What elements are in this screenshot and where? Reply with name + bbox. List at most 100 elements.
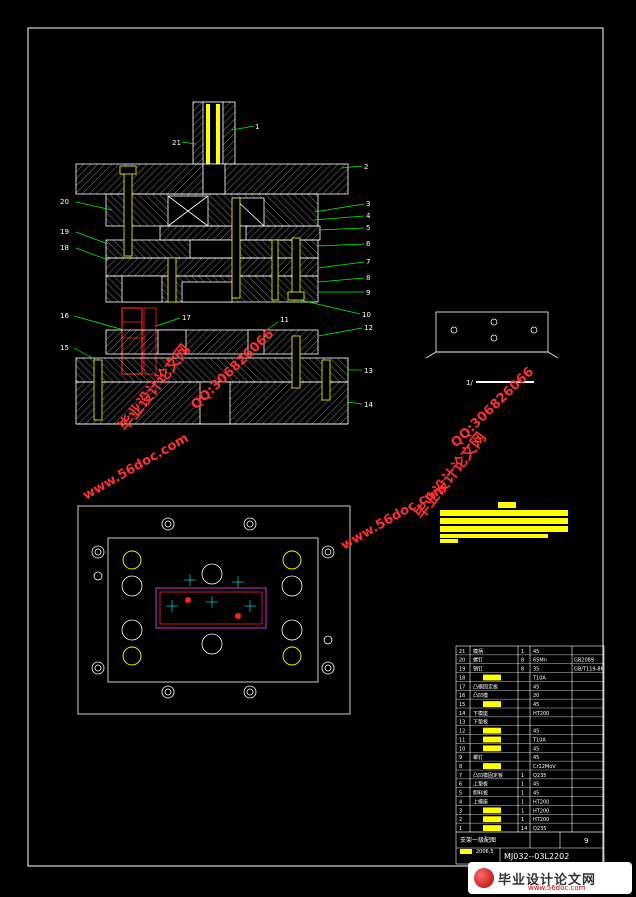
bom-cell-mat: HT200 [533, 808, 549, 814]
pilot-holes [185, 597, 241, 619]
bom-name-highlight [483, 727, 501, 734]
sheet-number: 9 [584, 837, 588, 845]
balloon-4: 4 [366, 212, 371, 220]
bom-cell-mat: 65Mn [533, 658, 547, 664]
bom-cell-no: 18 [459, 675, 465, 681]
bom-cell-mat: Q235 [533, 826, 546, 832]
bom-cell-mat: T10A [532, 737, 546, 743]
balloon-5: 5 [366, 224, 370, 232]
bom-cell-mat: T10A [532, 675, 546, 681]
bom-cell-no: 9 [459, 755, 462, 761]
bom-cell-no: 3 [459, 808, 462, 814]
bom-cell-name: 凸模固定板 [473, 683, 498, 690]
bom-cell-mat: HT200 [533, 817, 549, 823]
bom-cell-name: 销钉 [473, 666, 483, 673]
bom-cell-no: 20 [459, 658, 465, 664]
bom-cell-mat: Cr12MoV [533, 764, 556, 770]
balloon-21: 21 [172, 139, 181, 147]
bom-cell-no: 12 [459, 729, 465, 735]
bom-cell-mat: HT200 [533, 799, 549, 805]
balloon-1: 1 [255, 123, 259, 131]
bom-cell-name: 螺钉 [473, 754, 483, 761]
balloon-18: 18 [60, 244, 69, 252]
bom-cell-no: 14 [459, 711, 465, 717]
die-cavity [155, 587, 267, 629]
bom-cell-name: 模柄 [473, 648, 483, 655]
bom-cell-qty: 1 [521, 799, 524, 805]
bom-cell-qty: 1 [521, 808, 524, 814]
bom-cell-no: 17 [459, 684, 465, 690]
leader-lines [73, 125, 365, 405]
lower-die-plate [105, 329, 319, 355]
balloon-10: 10 [362, 311, 371, 319]
drawing-frame [27, 27, 604, 867]
section-view [75, 101, 349, 425]
scale-label: 1/ [466, 379, 473, 387]
bom-cell-qty: 8 [521, 667, 524, 673]
site-footer-badge: 毕业设计论文网 www.56doc.com [468, 862, 632, 894]
bom-cell-no: 4 [459, 799, 462, 805]
bom-name-highlight [483, 674, 501, 681]
balloon-7: 7 [366, 258, 370, 266]
bom-cell-no: 2 [459, 817, 462, 823]
balloon-16: 16 [60, 312, 69, 320]
bom-cell-mat: 45 [533, 746, 539, 752]
footer-site: www.56doc.com [528, 884, 586, 892]
bom-cell-mat: 45 [533, 684, 539, 690]
footer-brand: 毕业设计论文网 [498, 872, 597, 888]
guide-posts [122, 550, 302, 666]
watermark-qq-2: QQ:306826066 [448, 365, 537, 451]
balloon-11: 11 [280, 316, 289, 324]
bom-cell-mat: 45 [533, 729, 539, 735]
balloon-8: 8 [366, 274, 370, 282]
balloon-9: 9 [366, 289, 370, 297]
bom-cell-name: 下模座 [473, 710, 488, 717]
balloon-12: 12 [364, 324, 373, 332]
balloon-6: 6 [366, 240, 371, 248]
bom-cell-no: 5 [459, 791, 462, 797]
bom-cell-mat: 45 [533, 755, 539, 761]
drawing-date: 2006.5 [476, 849, 494, 855]
bom-cell-name: 螺钉 [473, 657, 483, 664]
bom-cell-name: 凸凹模 [473, 692, 488, 699]
balloon-labels: 1 21 2 3 4 5 6 7 8 9 10 11 12 13 14 15 1… [60, 123, 373, 409]
bom-name-highlight [483, 701, 501, 707]
bom-cell-mat: 35 [533, 667, 539, 673]
centre-marks [166, 574, 256, 612]
balloon-20: 20 [60, 198, 69, 206]
balloon-14: 14 [364, 401, 373, 409]
balloon-17: 17 [182, 314, 191, 322]
technical-requirements [440, 502, 568, 543]
bom-cell-mat: 45 [533, 649, 539, 655]
bom-cell-name: 凸凹模固定板 [473, 772, 503, 779]
workpiece-view [425, 311, 559, 383]
bom-cell-mat: 45 [533, 782, 539, 788]
bom-cell-no: 10 [459, 746, 465, 752]
stripper-plate [105, 257, 319, 277]
balloon-3: 3 [366, 200, 370, 208]
bom-cell-no: 15 [459, 702, 465, 708]
bom-cell-qty: 8 [521, 658, 524, 664]
bom-name-highlight [483, 763, 501, 769]
bom-cell-mat: 20 [533, 693, 539, 699]
bom-cell-name: 上模座 [473, 798, 488, 805]
bom-cell-no: 6 [459, 782, 462, 788]
bom-cell-no: 7 [459, 773, 462, 779]
bom-cell-qty: 1 [521, 817, 524, 823]
bom-cell-no: 8 [459, 764, 462, 770]
bom-cell-qty: 1 [521, 773, 524, 779]
bom-cell-qty: 1 [521, 791, 524, 797]
bom-cell-no: 19 [459, 667, 465, 673]
balloon-15: 15 [60, 344, 69, 352]
bom-name-highlight [483, 816, 501, 823]
part-name: 支架一级配图 [460, 836, 496, 844]
bom-cell-name: 下垫板 [473, 719, 488, 726]
designer-highlight [460, 849, 472, 854]
bom-cell-mat: 45 [533, 791, 539, 797]
bom-cell-mat: HT200 [533, 711, 549, 717]
bom-cell-mat: Q235 [533, 773, 546, 779]
balloon-19: 19 [60, 228, 69, 236]
bom-cell-name: 卸料板 [473, 790, 488, 797]
balloon-2: 2 [364, 163, 368, 171]
watermark-site-1: www.56doc.com [81, 431, 192, 504]
